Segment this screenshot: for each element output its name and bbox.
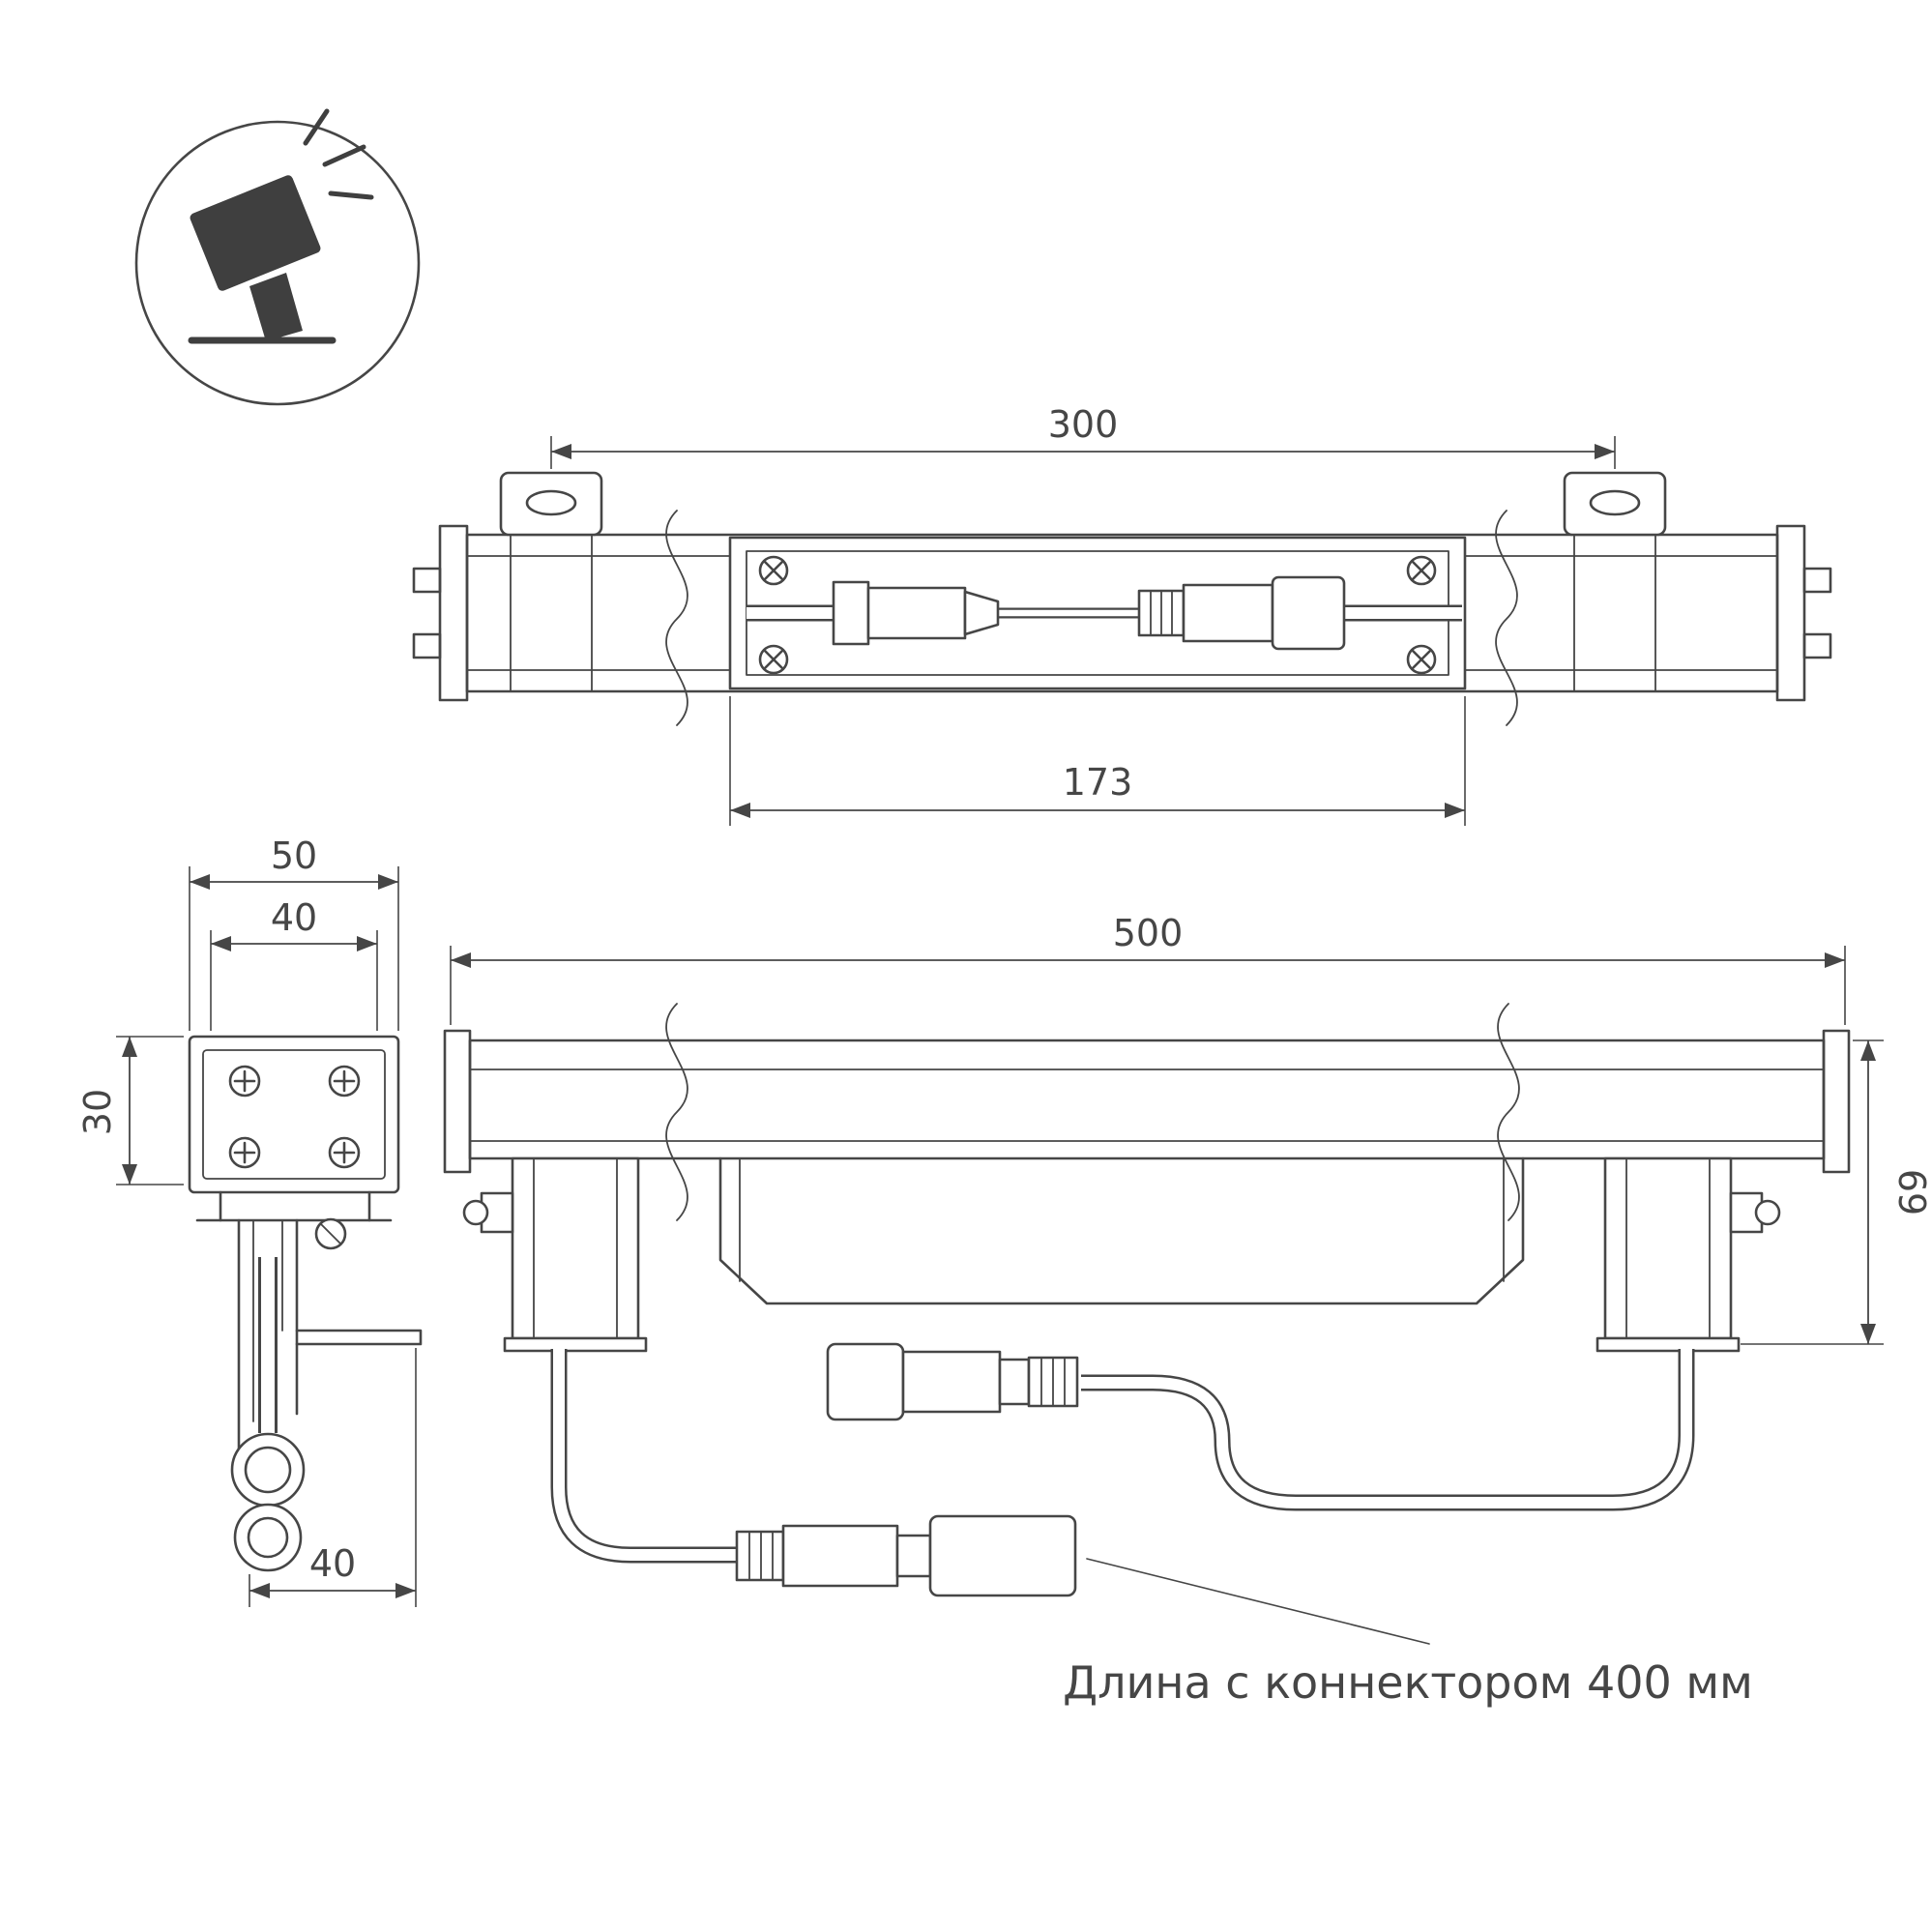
bolt [1802, 567, 1832, 594]
mounting-bracket [462, 1156, 648, 1353]
dim-label-30: 30 [76, 1089, 119, 1135]
end-cap-right [1775, 524, 1806, 702]
mounting-bracket [1563, 471, 1667, 537]
cable [550, 1349, 1695, 1564]
driver-box [718, 1156, 1525, 1305]
dim-label-300: 300 [1048, 403, 1119, 446]
dim-300: 300 [550, 403, 1616, 469]
mounting-bracket [1595, 1156, 1781, 1353]
side-view [443, 1003, 1851, 1645]
screw [328, 1065, 361, 1098]
cable-end [233, 1503, 303, 1572]
screw [228, 1065, 261, 1098]
bracket-side [195, 1190, 423, 1450]
screw [1406, 644, 1437, 675]
wall-foot [295, 1329, 423, 1346]
screw [228, 1136, 261, 1169]
top-view [412, 471, 1832, 726]
break-line [1495, 510, 1518, 726]
projector-body [190, 175, 321, 291]
dim-label-500: 500 [1113, 912, 1184, 954]
dim-30: 30 [76, 1036, 184, 1186]
screw [1406, 555, 1437, 586]
dim-label-40-bottom: 40 [309, 1542, 356, 1585]
screw [758, 555, 789, 586]
connector-pair [826, 1342, 1079, 1421]
dim-500: 500 [450, 912, 1846, 1025]
dim-69: 69 [1741, 1039, 1932, 1345]
end-cap-left [438, 524, 469, 702]
bolt [412, 632, 442, 659]
end-cap-right [1822, 1029, 1851, 1174]
end-cap-left [443, 1029, 472, 1174]
dim-label-69: 69 [1890, 1169, 1932, 1215]
floodlight-icon [134, 108, 421, 406]
dim-label-50: 50 [271, 834, 317, 877]
profile-body [468, 1039, 1826, 1160]
end-view [188, 1035, 423, 1572]
break-line [665, 510, 688, 726]
dim-40-top: 40 [210, 896, 378, 1031]
screw [328, 1136, 361, 1169]
connector-length-note: Длина с коннектором 400 мм [1063, 1656, 1753, 1709]
break-line [1497, 1003, 1520, 1221]
connector-pair [832, 575, 1346, 651]
light-rays [303, 108, 374, 200]
dim-40-bottom: 40 [249, 1348, 417, 1607]
leader-line [1086, 1558, 1430, 1645]
bolt [1802, 632, 1832, 659]
dim-label-173: 173 [1063, 761, 1133, 804]
dim-label-40-top: 40 [271, 896, 317, 939]
mounting-bracket [499, 471, 603, 537]
screw [758, 644, 789, 675]
cable-gland [230, 1432, 306, 1508]
icon-circle [134, 120, 421, 406]
profile-body [465, 533, 1779, 693]
dim-173: 173 [729, 696, 1466, 826]
connector [735, 1514, 1077, 1597]
dim-50: 50 [189, 834, 399, 1031]
break-line [665, 1003, 688, 1221]
projector-stand [249, 273, 303, 341]
profile-section [188, 1035, 400, 1194]
bolt [412, 567, 442, 594]
